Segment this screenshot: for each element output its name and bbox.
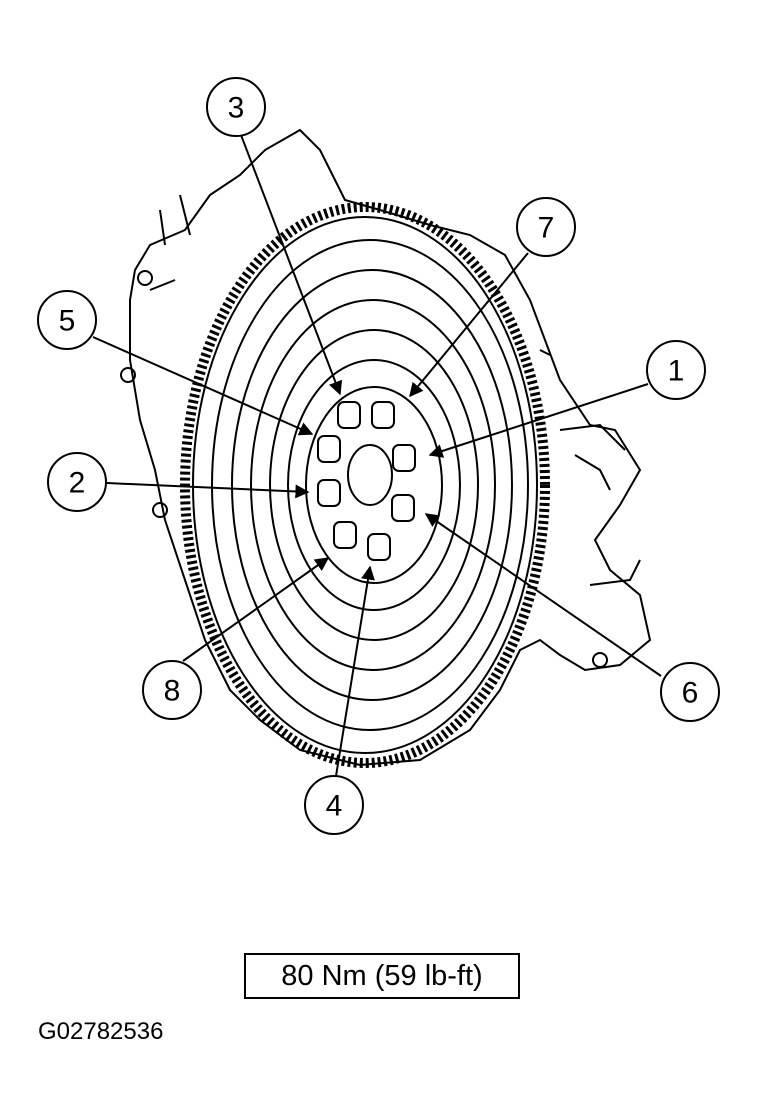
callout-number: 2	[69, 467, 86, 500]
flywheel-bolt-sequence-diagram: 3 7 5 1 2 8 6 4	[37, 77, 720, 835]
callout-circle	[304, 775, 364, 835]
callout-4: 4	[304, 775, 364, 835]
torque-spec-box: 80 Nm (59 lb-ft)	[244, 953, 520, 999]
callout-circle	[516, 197, 576, 257]
leader-2	[106, 482, 310, 499]
leader-4	[335, 565, 375, 777]
callout-circle	[47, 452, 107, 512]
leader-1	[428, 383, 649, 458]
leader-6	[424, 513, 662, 677]
leader-8	[182, 557, 330, 662]
engine-housing	[120, 128, 652, 767]
flywheel-ring-gear	[180, 202, 550, 768]
callout-3: 3	[206, 77, 266, 137]
callout-labels: 3 7 5 1 2 8 6 4	[37, 77, 720, 835]
callout-number: 3	[228, 92, 245, 125]
callout-8: 8	[142, 660, 202, 720]
flywheel-hub	[317, 401, 416, 561]
callout-7: 7	[516, 197, 576, 257]
callout-number: 1	[668, 355, 685, 388]
torque-spec-text: 80 Nm (59 lb-ft)	[281, 959, 483, 992]
callout-2: 2	[47, 452, 107, 512]
callout-circle	[142, 660, 202, 720]
callout-number: 7	[538, 212, 555, 245]
flywheel-face	[211, 239, 529, 731]
leader-7	[409, 252, 529, 398]
callout-circle	[37, 290, 97, 350]
leader-5	[92, 336, 314, 436]
callout-number: 5	[59, 305, 76, 338]
bolt-head	[317, 401, 416, 561]
callout-circle	[646, 340, 706, 400]
figure-id: G02782536	[38, 1018, 164, 1045]
callout-5: 5	[37, 290, 97, 350]
callout-leaders	[92, 134, 662, 777]
callout-number: 6	[682, 677, 699, 710]
callout-6: 6	[660, 662, 720, 722]
callout-number: 8	[164, 675, 181, 708]
callout-circle	[660, 662, 720, 722]
leader-3	[240, 134, 343, 396]
callout-1: 1	[646, 340, 706, 400]
callout-number: 4	[326, 790, 343, 823]
callout-circle	[206, 77, 266, 137]
